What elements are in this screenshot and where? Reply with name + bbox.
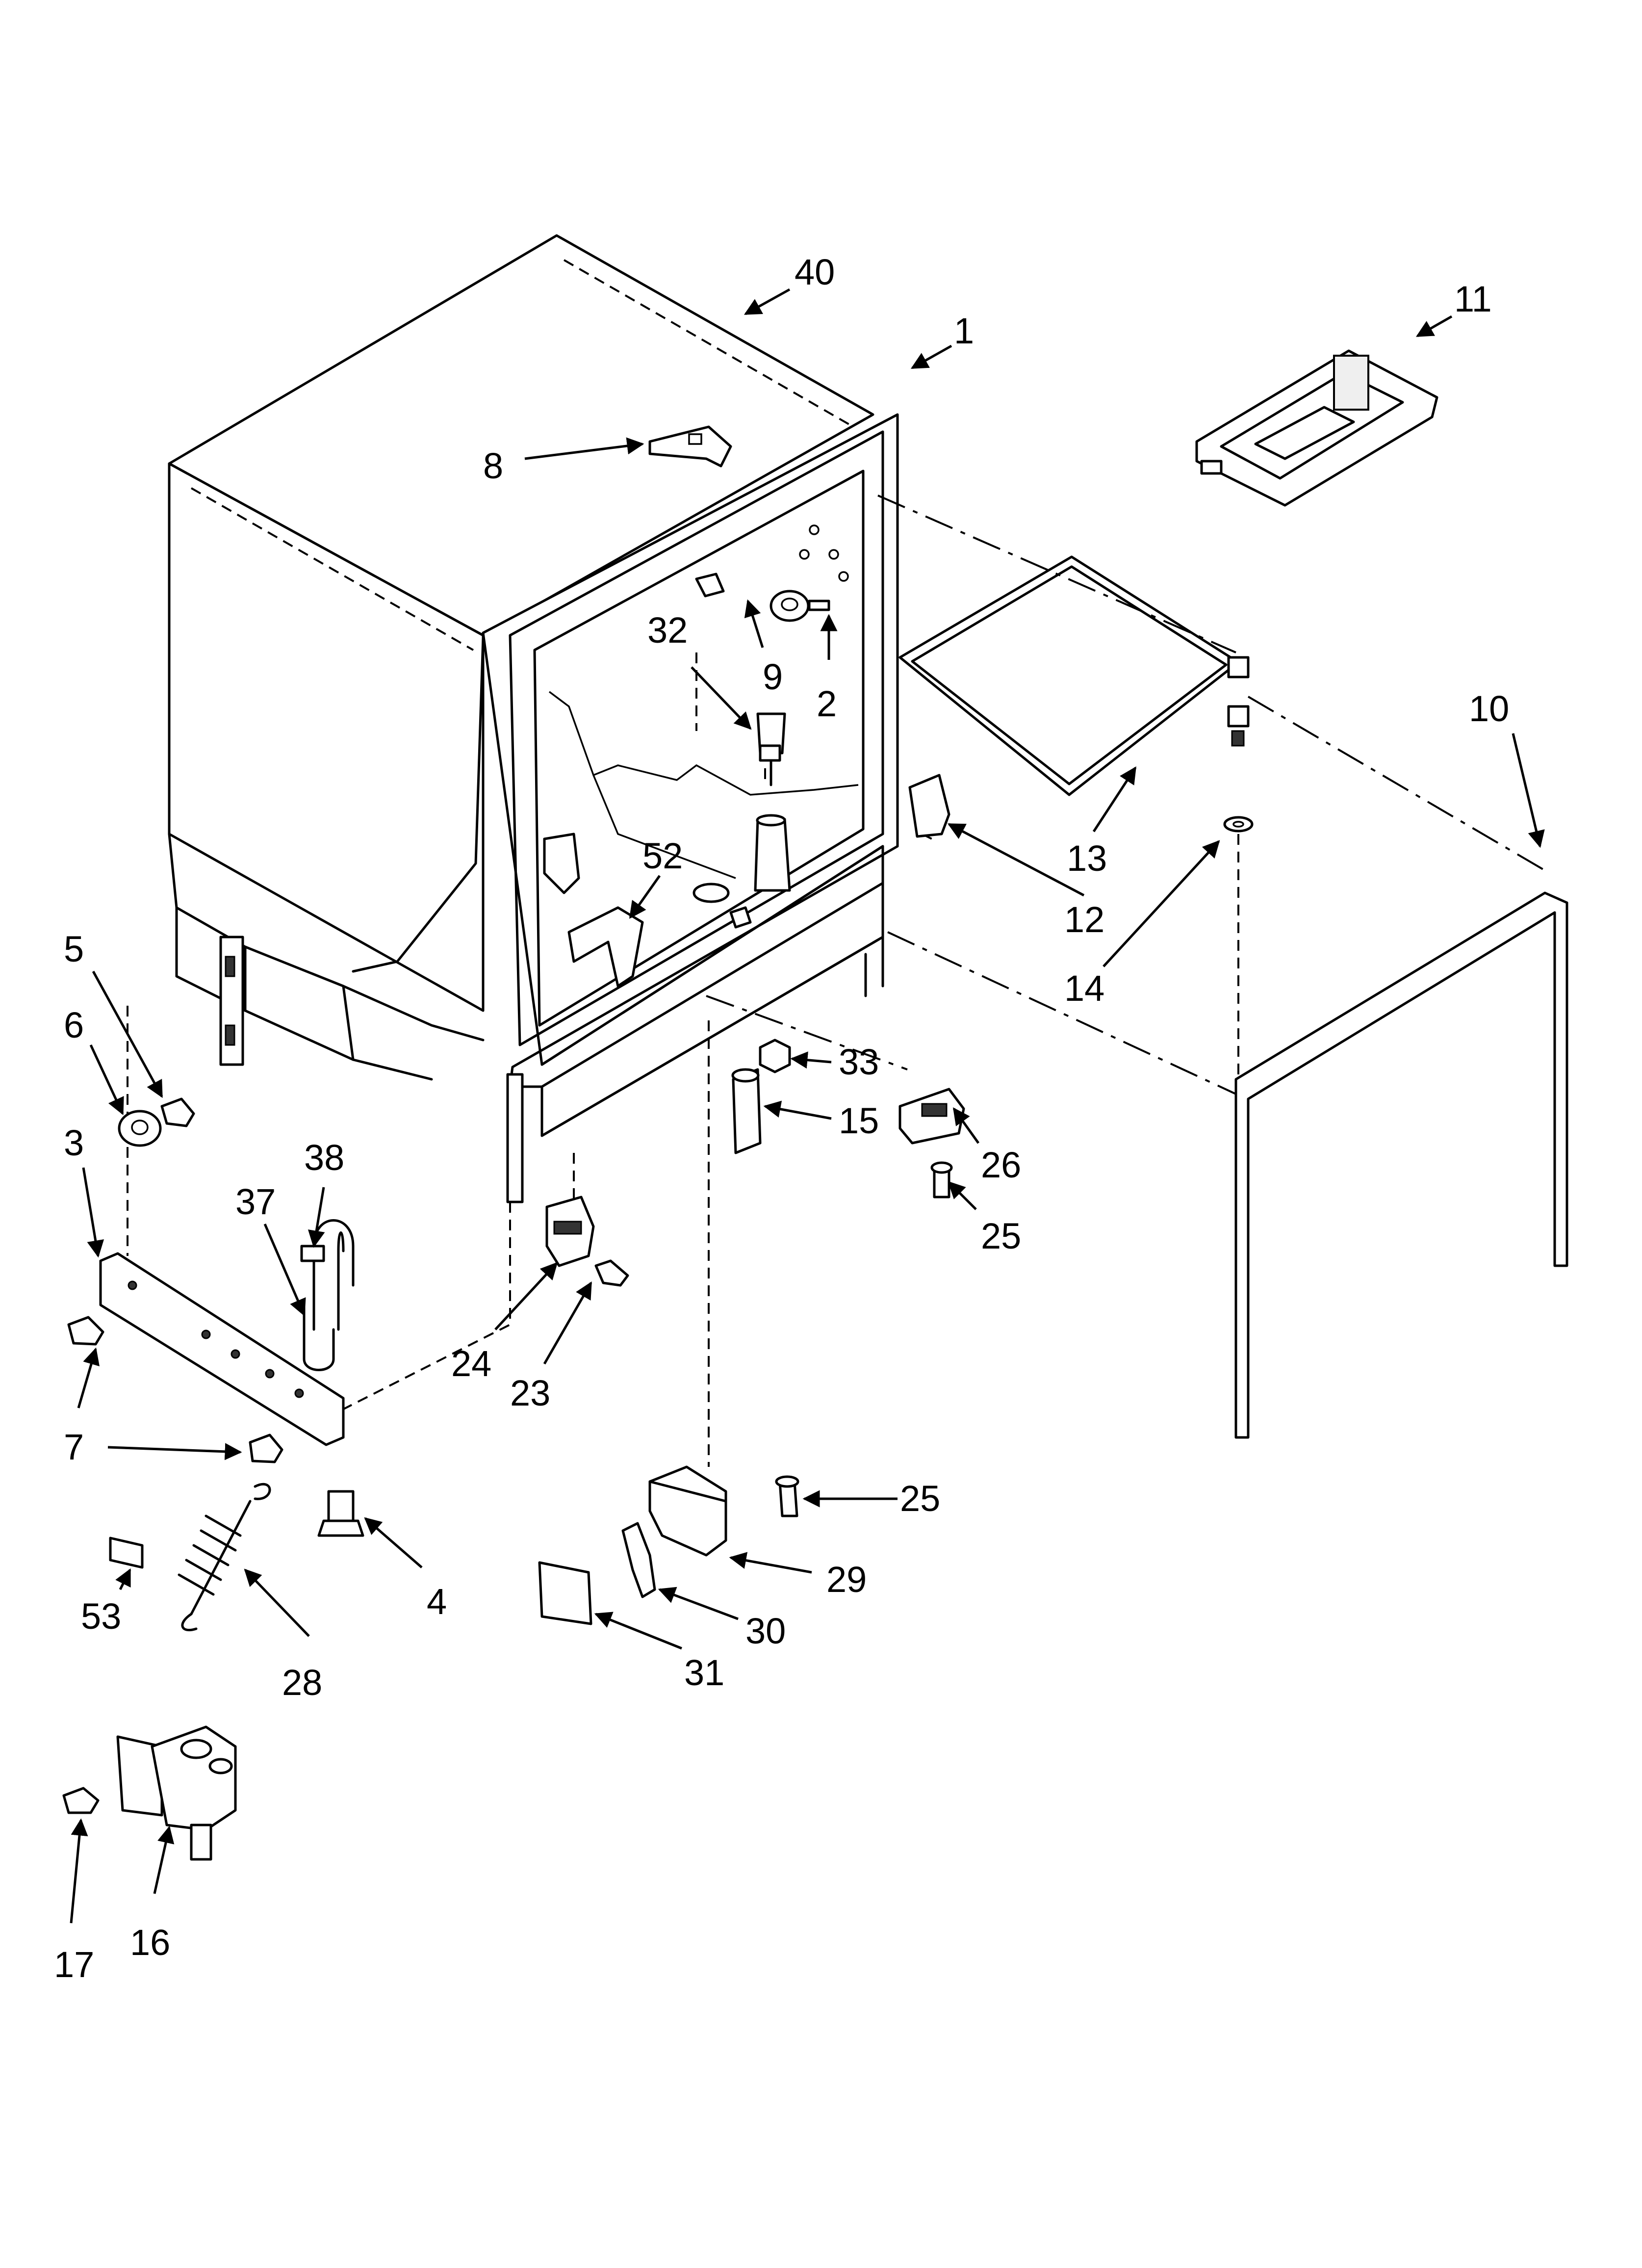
tub-cabinet [168,234,874,1081]
callout-31: 31 [684,1652,724,1693]
callout-29: 29 [826,1559,867,1600]
small-parts [62,425,965,1861]
toe-kick-frame [1234,891,1568,1439]
callout-40: 40 [795,252,835,292]
callout-labels: 40 11 1 8 32 9 2 10 13 12 14 52 5 6 3 38… [54,252,1509,1985]
callout-4: 4 [427,1581,447,1622]
callout-10: 10 [1469,688,1509,729]
alignment-lines [127,495,1551,1467]
callout-8: 8 [483,445,503,486]
callout-12: 12 [1064,899,1104,940]
leader-lines [70,288,1545,1924]
callout-16: 16 [130,1922,170,1963]
callout-23: 23 [510,1373,550,1413]
callout-53: 53 [81,1596,121,1637]
callout-37: 37 [235,1181,276,1222]
callout-32: 32 [647,610,688,651]
callout-11: 11 [1454,279,1492,319]
callout-38: 38 [304,1137,344,1178]
callout-1: 1 [954,311,974,351]
callout-2: 2 [817,683,837,724]
callout-26: 26 [981,1145,1021,1185]
callout-14: 14 [1064,968,1104,1009]
callout-13: 13 [1067,838,1107,879]
callout-6: 6 [64,1005,84,1045]
callout-3: 3 [64,1122,84,1163]
callout-9: 9 [763,656,783,697]
callout-52: 52 [642,835,683,876]
callout-24: 24 [451,1343,491,1384]
callout-33: 33 [839,1042,879,1082]
callout-7-upper: 7 [64,1427,84,1467]
callout-15: 15 [839,1100,879,1141]
callout-28: 28 [282,1662,322,1703]
callout-17: 17 [54,1944,94,1985]
callout-25-upper: 25 [981,1216,1021,1256]
callout-5: 5 [64,929,84,969]
callout-30: 30 [745,1611,786,1651]
part-11-tray [1195,349,1438,507]
callout-25-lower: 25 [900,1478,940,1519]
heating-element [898,555,1254,833]
